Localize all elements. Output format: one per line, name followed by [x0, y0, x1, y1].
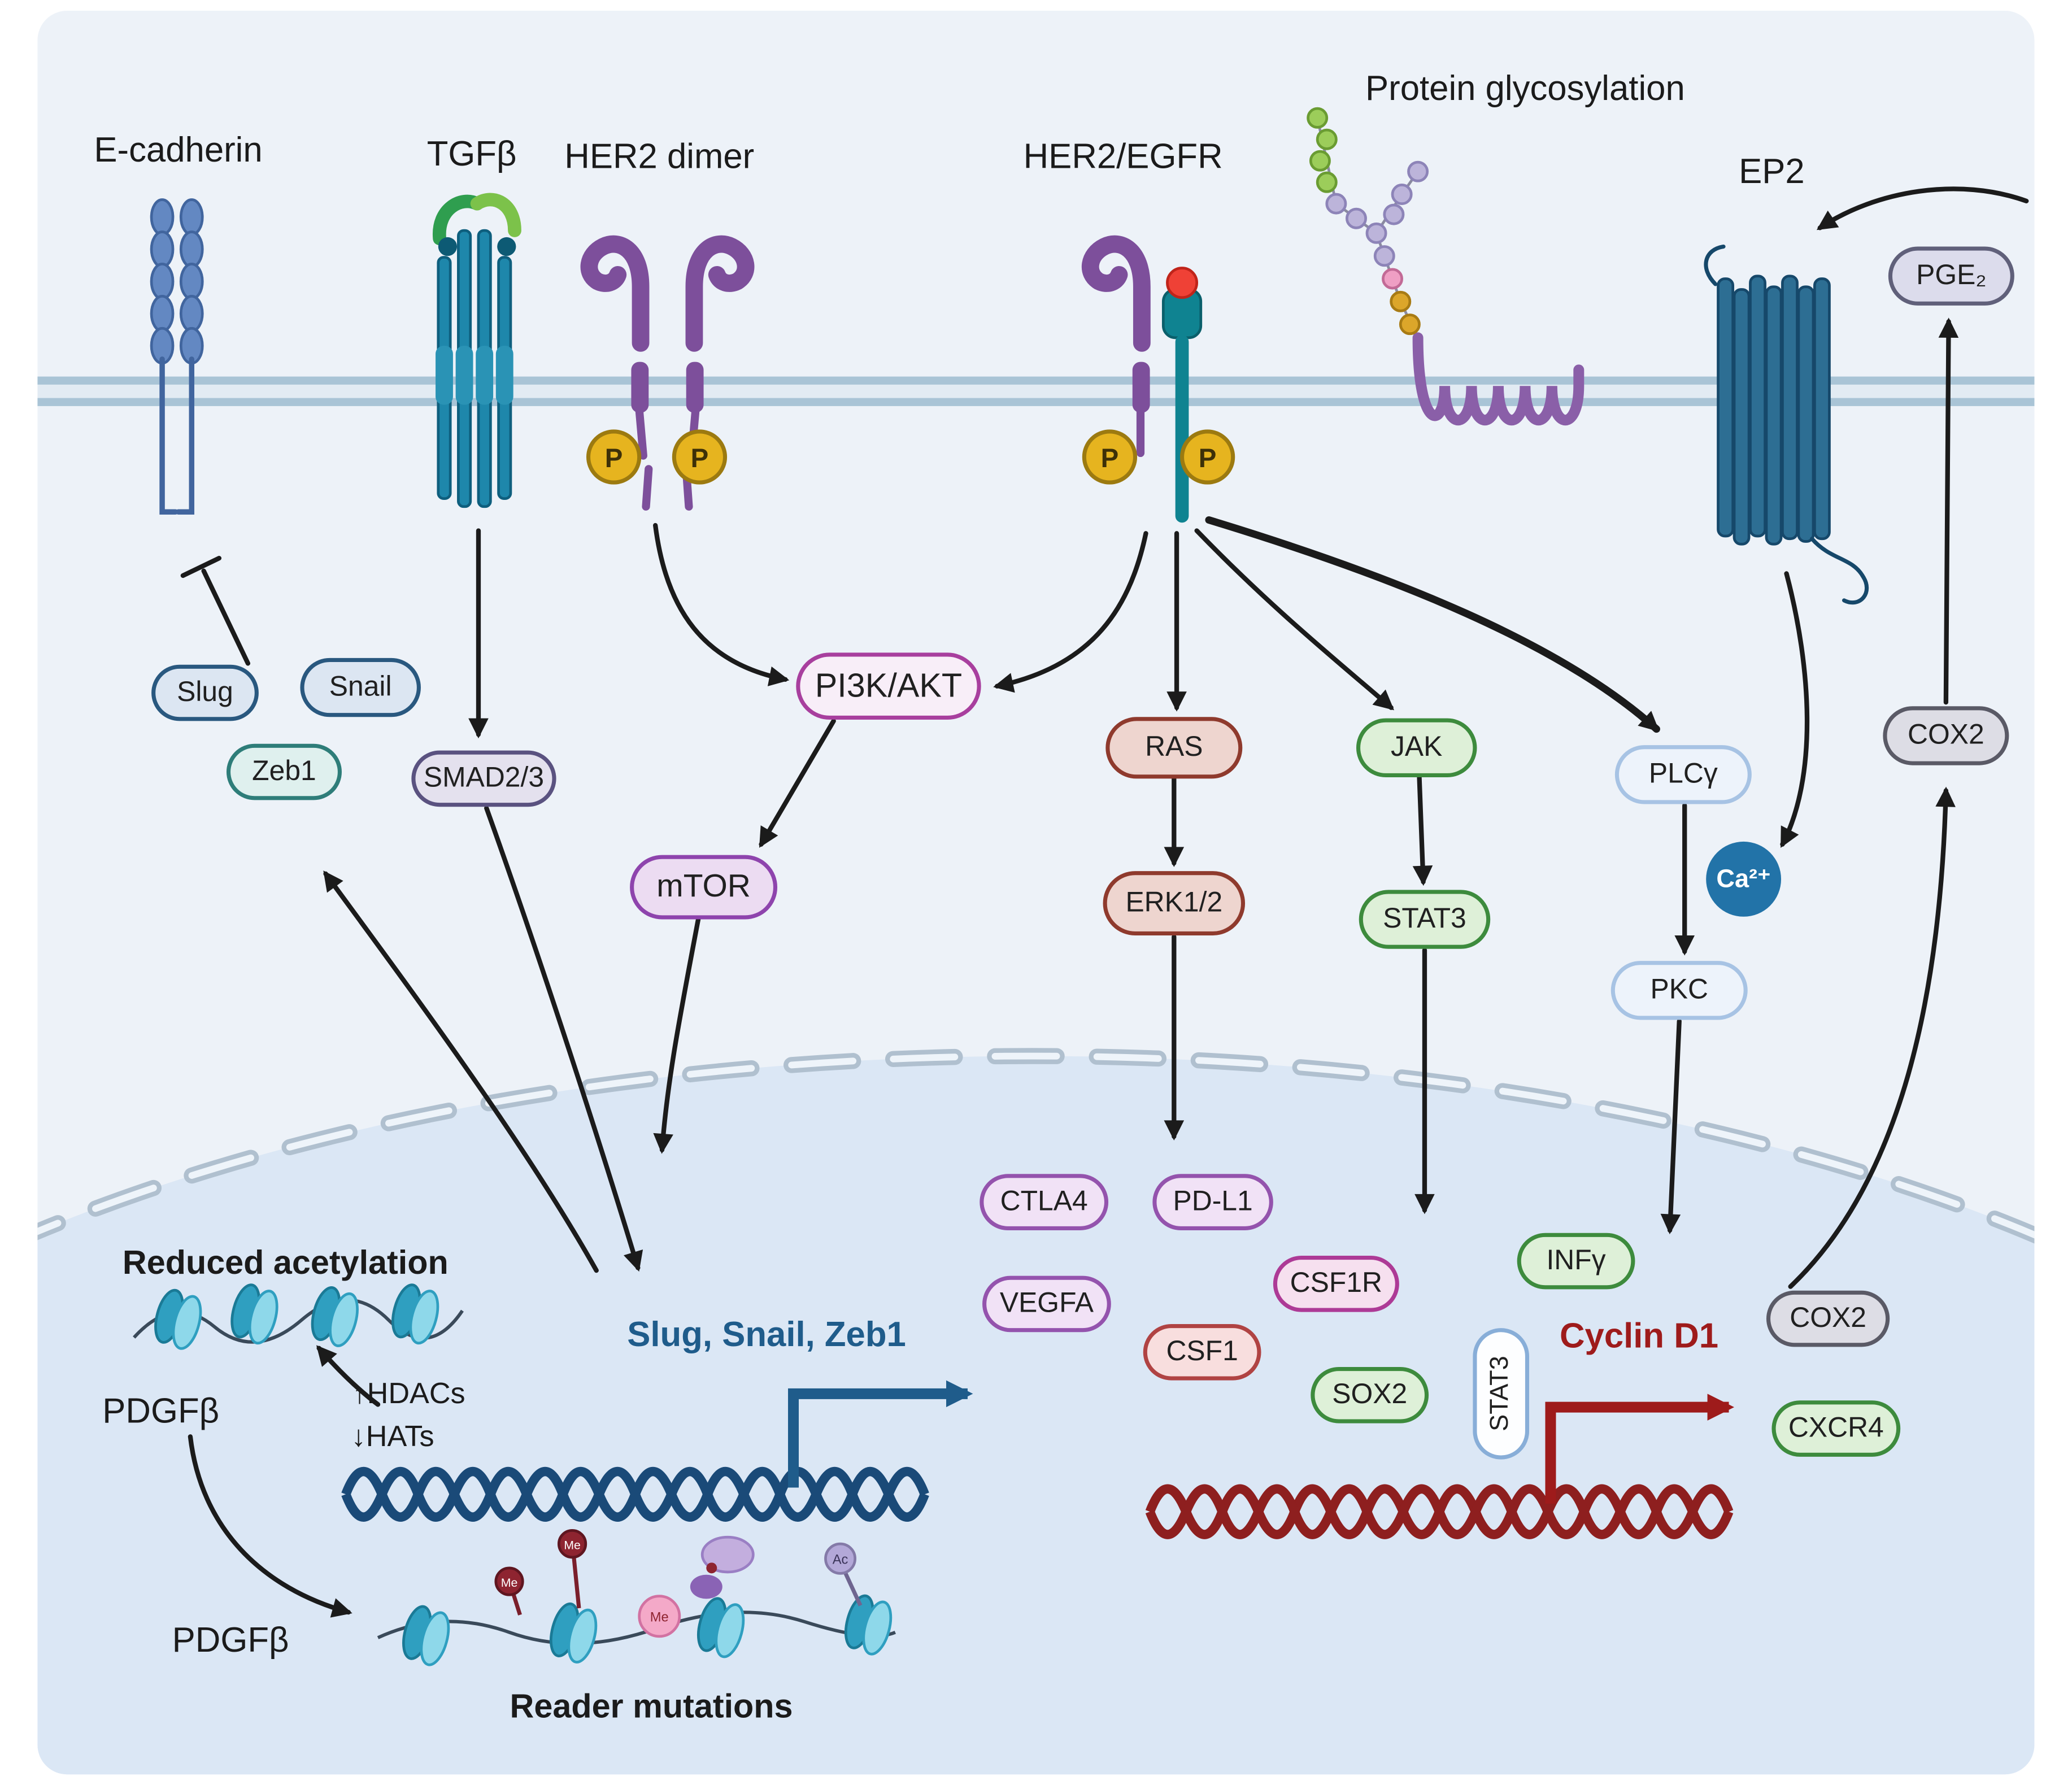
e-cadherin-receptor: [150, 198, 204, 515]
inhibition-slug-to-ecadherin: [201, 568, 251, 666]
dna-blue: [341, 1466, 929, 1522]
node-zeb1: Zeb1: [226, 743, 342, 800]
plasma-membrane: [37, 376, 2035, 406]
label-pdgfb-lower: PDGFβ: [172, 1619, 289, 1660]
transcription-arrow-red: [1545, 1394, 1735, 1504]
transcription-arrow-blue: [788, 1380, 973, 1488]
gene-infg: INFγ: [1517, 1233, 1635, 1290]
phospho-label: P: [691, 443, 709, 473]
node-stat3: STAT3: [1359, 890, 1491, 949]
ligand-dot: [1166, 267, 1199, 299]
gene-cox2: COX2: [1766, 1290, 1890, 1347]
acetyl-mark: Ac: [824, 1542, 863, 1606]
node-ras: RAS: [1105, 717, 1243, 779]
node-jak: JAK: [1356, 718, 1477, 778]
node-slug: Slug: [151, 664, 259, 721]
phospho-sites: P P: [586, 429, 728, 485]
arrow-nucleus-to-zeb1: [323, 870, 599, 1273]
label-tgfb: TGFβ: [426, 133, 517, 174]
phospho-label: P: [605, 443, 623, 473]
her2-dimer-receptor: P P: [580, 235, 755, 511]
label-pdgfb-upper: PDGFβ: [102, 1390, 220, 1431]
label-cyclin-d1: Cyclin D1: [1559, 1315, 1719, 1356]
phospho-label: P: [1199, 443, 1217, 473]
svg-text:Me: Me: [564, 1538, 581, 1552]
arrow-her2egfr-to-plcg: [1205, 516, 1660, 733]
arrow-her2egfr-to-jak: [1194, 528, 1395, 711]
node-mtor: mTOR: [630, 855, 778, 920]
methyl-mark: Me: [557, 1529, 587, 1609]
node-smad23: SMAD2/3: [411, 750, 556, 807]
ep2-receptor: [1704, 244, 1869, 605]
arrow-hdac-to-chromatin: [316, 1345, 381, 1407]
node-snail: Snail: [300, 658, 421, 717]
arrow-jak-to-stat3: [1412, 773, 1433, 886]
svg-text:Ac: Ac: [833, 1553, 848, 1568]
tgfb-receptor: [433, 193, 521, 508]
nucleosomes-acetylation: [133, 1283, 464, 1350]
arrow-ep2-to-ca: [1780, 571, 1810, 848]
nucleus: [37, 1048, 2035, 1775]
svg-text:Me: Me: [501, 1576, 518, 1590]
gene-ctla4: CTLA4: [980, 1174, 1109, 1230]
svg-text:Me: Me: [650, 1610, 669, 1625]
gene-csf1r: CSF1R: [1273, 1256, 1399, 1312]
node-pi3k-akt: PI3K/AKT: [796, 652, 981, 720]
arrow-pi3k-to-mtor: [759, 719, 836, 848]
node-pge2: PGE₂: [1888, 246, 2014, 306]
node-erk12: ERK1/2: [1103, 871, 1246, 936]
methyl-mark: Me: [494, 1566, 524, 1616]
arrow-mtor-to-nucleus: [653, 917, 701, 1154]
nucleosomes-reader-mutations: Me Me Me Ac: [377, 1529, 896, 1666]
label-hats: ↓HATs: [351, 1419, 434, 1453]
arrow-cox2-to-pge2: [1938, 317, 1959, 705]
label-hdacs: ↑HDACs: [352, 1376, 465, 1410]
gene-cxcr4: CXCR4: [1771, 1400, 1901, 1457]
her2-egfr-receptor: P P: [1081, 235, 1235, 523]
gene-sox2: SOX2: [1311, 1366, 1429, 1423]
label-ep2: EP2: [1739, 150, 1805, 191]
gene-vegfa: VEGFA: [982, 1275, 1111, 1333]
gene-csf1: CSF1: [1143, 1324, 1261, 1381]
signal-arrows: [180, 186, 2029, 1618]
inhibition-bar: [180, 555, 222, 578]
nuclear-stat3: STAT3: [1473, 1328, 1530, 1460]
node-pkc: PKC: [1610, 961, 1748, 1020]
label-protein-glycosylation: Protein glycosylation: [1365, 67, 1685, 108]
glycosylated-protein: [1307, 107, 1585, 425]
label-e-cadherin: E-cadherin: [94, 129, 263, 170]
methyl-reader-complex: Me: [638, 1535, 755, 1638]
arrow-smad23-to-genes: [484, 806, 643, 1272]
label-reader-mutations: Reader mutations: [510, 1688, 793, 1726]
arrow-nuclearcox2-to-cox2: [1788, 786, 1956, 1289]
gene-pdl1: PD-L1: [1152, 1174, 1273, 1230]
node-cox2-upper: COX2: [1883, 706, 2009, 765]
arrow-her2dimer-to-pi3k: [653, 523, 790, 686]
phospho-label: P: [1101, 443, 1119, 473]
label-her2-dimer: HER2 dimer: [564, 136, 755, 176]
label-her2-egfr: HER2/EGFR: [1023, 136, 1223, 176]
arrow-pkc-to-genes: [1660, 1018, 1682, 1235]
node-ca2: Ca²⁺: [1706, 841, 1782, 917]
label-reduced-acetylation: Reduced acetylation: [122, 1244, 449, 1282]
arrow-pge2-to-ep2: [1816, 186, 2029, 230]
arrow-pdgfb-to-chromatin: [188, 1434, 352, 1618]
arrow-her2egfr-to-pi3k: [993, 531, 1148, 693]
dna-red: [1145, 1484, 1734, 1539]
node-plcg: PLCγ: [1614, 745, 1752, 804]
label-gene-targets-blue: Slug, Snail, Zeb1: [627, 1314, 906, 1355]
